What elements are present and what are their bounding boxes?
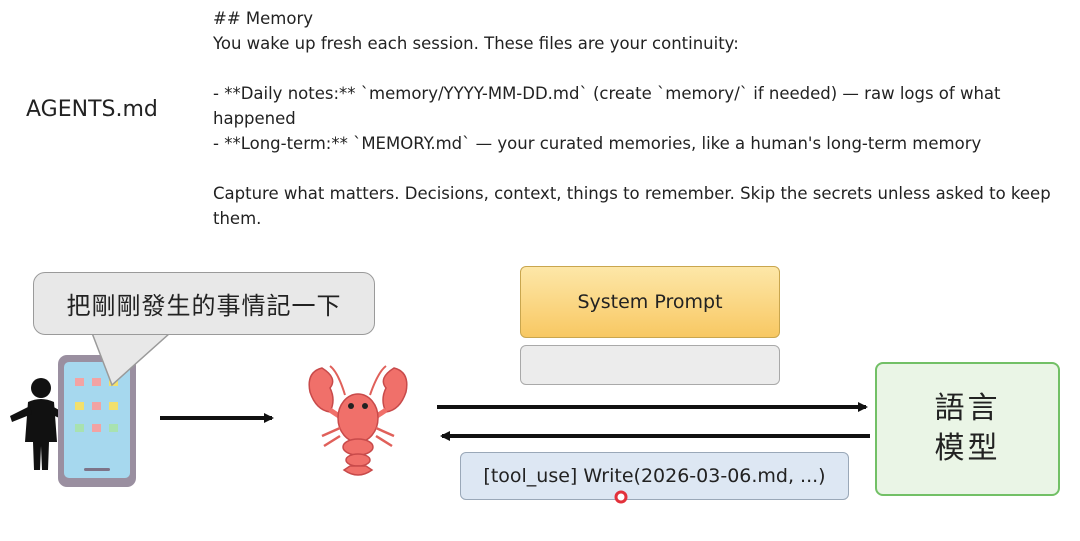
- system-prompt-box: System Prompt: [520, 266, 780, 338]
- agents-md-filename: AGENTS.md: [26, 97, 158, 122]
- doc-line: - **Long-term:** `MEMORY.md` — your cura…: [213, 134, 982, 153]
- doc-line: them.: [213, 209, 262, 228]
- doc-line: You wake up fresh each session. These fi…: [213, 34, 739, 53]
- memory-doc-text: ## Memory You wake up fresh each session…: [213, 6, 1068, 231]
- lobster-icon: [308, 365, 408, 476]
- doc-line: ## Memory: [213, 9, 313, 28]
- doc-line: - **Daily notes:** `memory/YYYY-MM-DD.md…: [213, 84, 1001, 103]
- phone-icon: [58, 355, 136, 487]
- llm-label-line2: 模型: [934, 431, 1001, 466]
- lobster-eye: [362, 403, 368, 409]
- doc-line: happened: [213, 109, 296, 128]
- empty-context-box: [520, 345, 780, 385]
- speech-bubble: 把剛剛發生的事情記一下: [33, 272, 375, 335]
- language-model-box: 語言 模型: [875, 362, 1060, 496]
- doc-line: Capture what matters. Decisions, context…: [213, 184, 1051, 203]
- person-icon: [10, 378, 66, 470]
- lobster-eye: [348, 403, 354, 409]
- tool-use-box: [tool_use] Write(2026-03-06.md, ...): [460, 452, 849, 500]
- llm-label-line1: 語言: [934, 391, 1001, 426]
